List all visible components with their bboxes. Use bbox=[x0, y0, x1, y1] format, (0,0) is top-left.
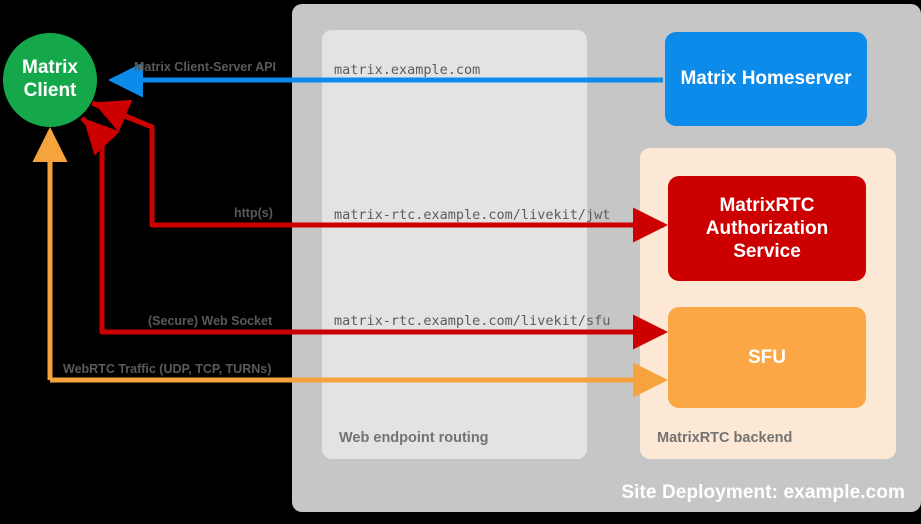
node-sfu[interactable]: SFU bbox=[668, 307, 866, 408]
node-matrixrtc-authorization-service[interactable]: MatrixRTC Authorization Service bbox=[668, 176, 866, 281]
matrix-client-label-line1: Matrix bbox=[22, 57, 78, 79]
auth-service-label-line3: Service bbox=[733, 241, 801, 263]
matrixrtc-backend-label: MatrixRTC backend bbox=[657, 430, 793, 446]
site-deployment-label: Site Deployment: example.com bbox=[621, 482, 905, 503]
sfu-label: SFU bbox=[748, 346, 786, 368]
arrow-websocket-return bbox=[83, 118, 120, 332]
matrix-homeserver-label: Matrix Homeserver bbox=[680, 68, 852, 90]
flow-label-websocket: (Secure) Web Socket bbox=[148, 314, 273, 328]
endpoint-matrix-example-com: matrix.example.com bbox=[334, 62, 481, 78]
arrow-http-jwt-in bbox=[93, 99, 155, 225]
endpoint-livekit-jwt: matrix-rtc.example.com/livekit/jwt bbox=[334, 207, 611, 223]
web-endpoint-routing-container: Web endpoint routing bbox=[322, 30, 587, 459]
auth-service-label-line2: Authorization bbox=[705, 217, 829, 239]
node-matrix-client[interactable]: Matrix Client bbox=[3, 33, 97, 127]
endpoint-livekit-sfu: matrix-rtc.example.com/livekit/sfu bbox=[334, 313, 611, 329]
node-matrix-homeserver[interactable]: Matrix Homeserver bbox=[665, 32, 867, 126]
auth-service-label-line1: MatrixRTC bbox=[719, 194, 815, 216]
web-endpoint-routing-label: Web endpoint routing bbox=[339, 430, 489, 446]
flow-label-http: http(s) bbox=[234, 206, 273, 220]
flow-label-webrtc: WebRTC Traffic (UDP, TCP, TURNs) bbox=[63, 362, 272, 376]
matrix-client-label-line2: Client bbox=[23, 80, 77, 101]
flow-label-client-server-api: Matrix Client-Server API bbox=[134, 60, 276, 74]
